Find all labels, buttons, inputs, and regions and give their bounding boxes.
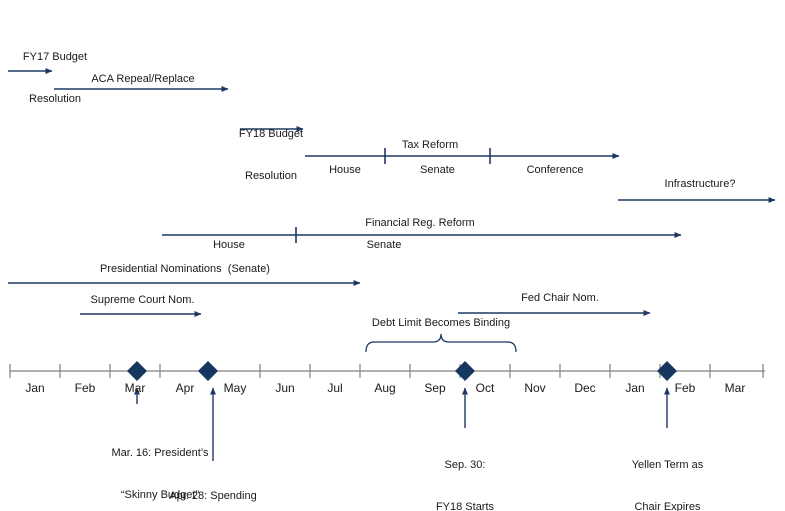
track-label-fy18-budget-line2: Resolution bbox=[245, 170, 297, 182]
month-label-feb-2: Feb bbox=[674, 381, 696, 395]
track-label-fed-chair-nom: Fed Chair Nom. bbox=[521, 292, 599, 304]
month-label-jul: Jul bbox=[327, 381, 343, 395]
annotation-mar-16-line2: “Skinny Budget” bbox=[120, 489, 200, 501]
segment-label-tax-house: House bbox=[329, 164, 361, 176]
track-label-fy18-budget: FY18 Budget Resolution bbox=[216, 99, 326, 211]
track-label-financial-reg-reform: Financial Reg. Reform bbox=[365, 217, 475, 229]
debt-limit-brace bbox=[365, 333, 517, 353]
track-label-fy17-budget-line1: FY17 Budget bbox=[22, 51, 88, 63]
month-label-nov: Nov bbox=[524, 381, 546, 395]
month-label-sep: Sep bbox=[424, 381, 446, 395]
annotation-sep-30: Sep. 30: FY18 Starts bbox=[400, 430, 530, 511]
month-label-jan-1: Jan bbox=[25, 381, 45, 395]
month-label-feb-1: Feb bbox=[74, 381, 96, 395]
month-label-jun: Jun bbox=[275, 381, 295, 395]
annotation-mar-16-line1: Mar. 16: President’s bbox=[111, 447, 209, 459]
month-label-mar-1: Mar bbox=[124, 381, 146, 395]
month-label-mar-2: Mar bbox=[724, 381, 746, 395]
diamond-marker-mar-16 bbox=[127, 361, 147, 381]
diamond-marker-sep-30 bbox=[455, 361, 475, 381]
segment-label-tax-conference: Conference bbox=[526, 164, 584, 176]
track-label-fy17-budget-line2: Resolution bbox=[29, 93, 81, 105]
segment-label-finreg-senate: Senate bbox=[366, 239, 402, 251]
month-label-aug: Aug bbox=[374, 381, 396, 395]
track-label-infrastructure: Infrastructure? bbox=[664, 178, 736, 190]
brace-label-debt-limit: Debt Limit Becomes Binding bbox=[371, 317, 511, 329]
annotation-sep-30-line2: FY18 Starts bbox=[435, 501, 495, 511]
diamond-marker-apr-28 bbox=[198, 361, 218, 381]
track-label-aca: ACA Repeal/Replace bbox=[91, 73, 195, 85]
annotation-sep-30-line1: Sep. 30: bbox=[444, 459, 486, 471]
annotation-apr-28-line1: Apr. 28: Spending bbox=[169, 490, 257, 502]
track-label-fy17-budget: FY17 Budget Resolution bbox=[0, 22, 110, 134]
track-label-tax-reform: Tax Reform bbox=[401, 139, 459, 151]
annotation-yellen-term-line1: Yellen Term as bbox=[631, 459, 704, 471]
annotation-apr-28: Apr. 28: Spending Authority Expires bbox=[133, 461, 293, 511]
annotation-yellen-term-line2: Chair Expires bbox=[634, 501, 701, 511]
segment-label-finreg-house: House bbox=[213, 239, 245, 251]
month-label-jan-2: Jan bbox=[625, 381, 645, 395]
month-label-may: May bbox=[223, 381, 247, 395]
month-label-apr: Apr bbox=[175, 381, 195, 395]
annotation-mar-16: Mar. 16: President’s “Skinny Budget” bbox=[80, 418, 240, 511]
track-label-supreme-court-nom: Supreme Court Nom. bbox=[90, 294, 195, 306]
annotation-yellen-term: Yellen Term as Chair Expires bbox=[600, 430, 735, 511]
segment-label-tax-senate: Senate bbox=[420, 164, 455, 176]
track-label-presidential-nominations: Presidential Nominations (Senate) bbox=[100, 263, 270, 275]
month-label-oct: Oct bbox=[475, 381, 495, 395]
month-label-dec: Dec bbox=[574, 381, 596, 395]
track-label-fy18-budget-line1: FY18 Budget bbox=[238, 128, 304, 140]
diamond-marker-yellen-term bbox=[657, 361, 677, 381]
